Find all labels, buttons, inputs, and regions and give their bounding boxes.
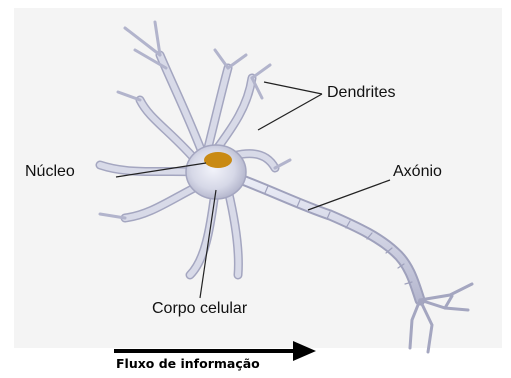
nucleus <box>204 152 232 168</box>
label-fluxo-de-informacao: Fluxo de informação <box>116 356 260 371</box>
label-corpo-celular: Corpo celular <box>152 300 247 318</box>
label-nucleo: Núcleo <box>25 163 75 181</box>
label-dendrites: Dendrites <box>327 84 395 102</box>
label-axonio: Axónio <box>393 163 442 181</box>
